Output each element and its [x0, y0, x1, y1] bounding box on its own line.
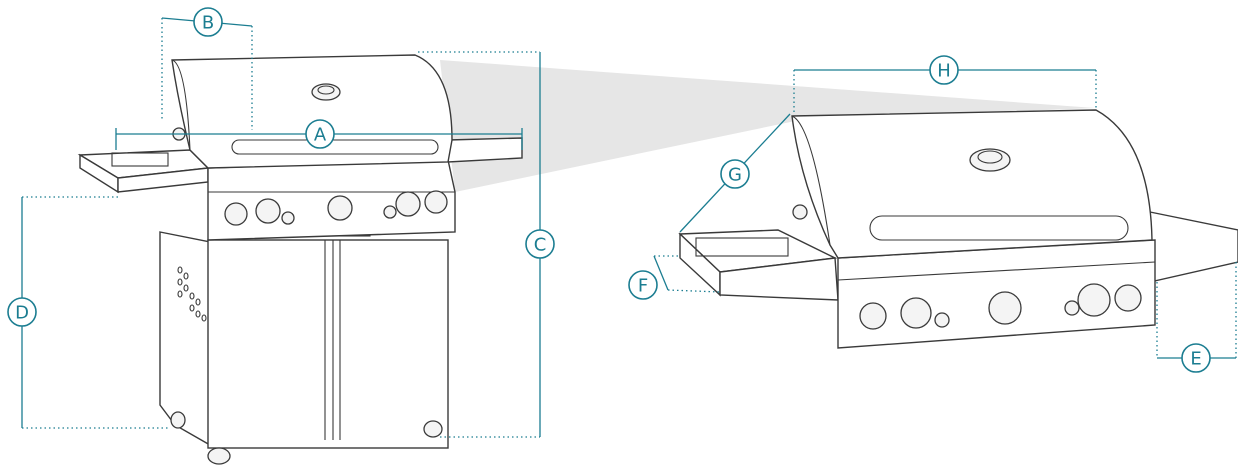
grill-built-in-view: [678, 109, 1238, 349]
burner-knob: [988, 291, 1022, 325]
dimension-label-e: E: [1181, 343, 1211, 373]
dimension-label-d: D: [7, 297, 37, 327]
shelf-sink: [695, 237, 789, 257]
burner-knob: [900, 297, 932, 329]
wheel: [423, 420, 443, 438]
burner-knob: [327, 195, 353, 221]
rotisserie-knob: [792, 204, 808, 220]
wheel: [170, 411, 186, 429]
igniter-button: [383, 205, 397, 219]
dimension-label-g: G: [720, 159, 750, 189]
dimension-label-h: H: [929, 55, 959, 85]
label-c-text: C: [534, 235, 547, 256]
thermometer: [969, 148, 1011, 172]
burner-knob: [255, 198, 281, 224]
right-side-shelf: [447, 137, 523, 163]
label-h-text: H: [937, 61, 951, 82]
burner-knob: [395, 191, 421, 217]
label-d-text: D: [15, 303, 29, 324]
igniter-button: [934, 312, 950, 328]
wheel: [207, 447, 231, 465]
right-side-shelf: [1149, 211, 1238, 283]
dimension-label-c: C: [525, 229, 555, 259]
label-b-text: B: [202, 13, 214, 34]
dimension-label-a: A: [305, 119, 335, 149]
cart-doors: [207, 239, 449, 449]
projection-shading: [440, 60, 1095, 192]
dimension-label-f: F: [628, 270, 658, 300]
grill-lid: [791, 109, 1153, 259]
label-a-text: A: [314, 125, 327, 146]
label-g-text: G: [728, 165, 742, 186]
dimension-label-b: B: [193, 7, 223, 37]
lid-handle: [231, 139, 439, 155]
grill-cart-front-view: [77, 54, 523, 465]
cart-body: [159, 231, 211, 447]
dimension-f-line: [653, 255, 669, 291]
shelf-sink: [111, 152, 169, 167]
vent-holes: [177, 266, 207, 322]
label-f-text: F: [638, 276, 648, 297]
igniter-button: [1064, 300, 1080, 316]
burner-knob: [424, 190, 448, 214]
label-e-text: E: [1190, 349, 1201, 370]
burner-knob: [224, 202, 248, 226]
lid-handle: [869, 215, 1129, 241]
grill-lid: [171, 54, 453, 169]
burner-knob: [1077, 283, 1111, 317]
igniter-button: [281, 211, 295, 225]
burner-knob: [859, 302, 887, 330]
burner-knob: [1114, 284, 1142, 312]
